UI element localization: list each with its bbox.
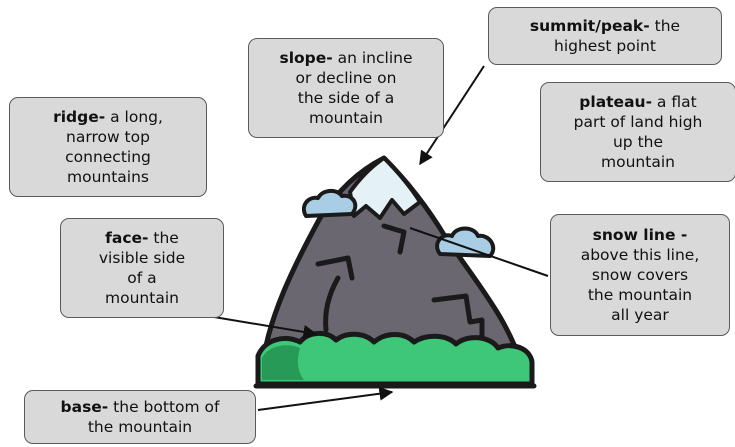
label-summit: summit/peak- the highest point [488, 7, 722, 65]
term-base: base- [60, 398, 109, 416]
def-plateau: a flat part of land high up the mountain [573, 93, 703, 171]
def-slope: an incline or decline on the side of a m… [295, 49, 413, 127]
grass-shade [262, 345, 304, 380]
label-snowline: snow line - above this line, snow covers… [550, 214, 730, 336]
cloud-left-icon [301, 189, 358, 218]
def-ridge: a long, narrow top connecting mountains [65, 108, 163, 186]
grass-base [255, 331, 535, 387]
label-slope: slope- an incline or decline on the side… [248, 38, 444, 138]
line-snowline [409, 227, 549, 277]
def-summit: the highest point [554, 17, 681, 55]
label-face: face- the visible side of a mountain [60, 218, 224, 318]
mountain-icon [253, 155, 537, 389]
def-snowline: above this line, snow covers the mountai… [580, 246, 700, 324]
label-plateau: plateau- a flat part of land high up the… [540, 82, 735, 182]
term-summit: summit/peak- [529, 17, 650, 35]
arrow-base [257, 386, 394, 411]
crag-line-1 [315, 255, 355, 333]
label-ridge: ridge- a long, narrow top connecting mou… [9, 97, 207, 197]
snow-cap [348, 156, 422, 220]
crag-line-2 [381, 223, 407, 255]
term-plateau: plateau- [579, 93, 652, 111]
arrow-summit [419, 65, 485, 166]
label-base: base- the bottom of the mountain [24, 390, 256, 444]
term-snowline: snow line - [592, 226, 688, 244]
term-ridge: ridge- [53, 108, 106, 126]
term-face: face- [105, 229, 149, 247]
def-base: the bottom of the mountain [87, 398, 220, 436]
crag-line-3 [431, 293, 485, 347]
def-face: the visible side of a mountain [98, 229, 186, 307]
term-slope: slope- [279, 49, 333, 67]
